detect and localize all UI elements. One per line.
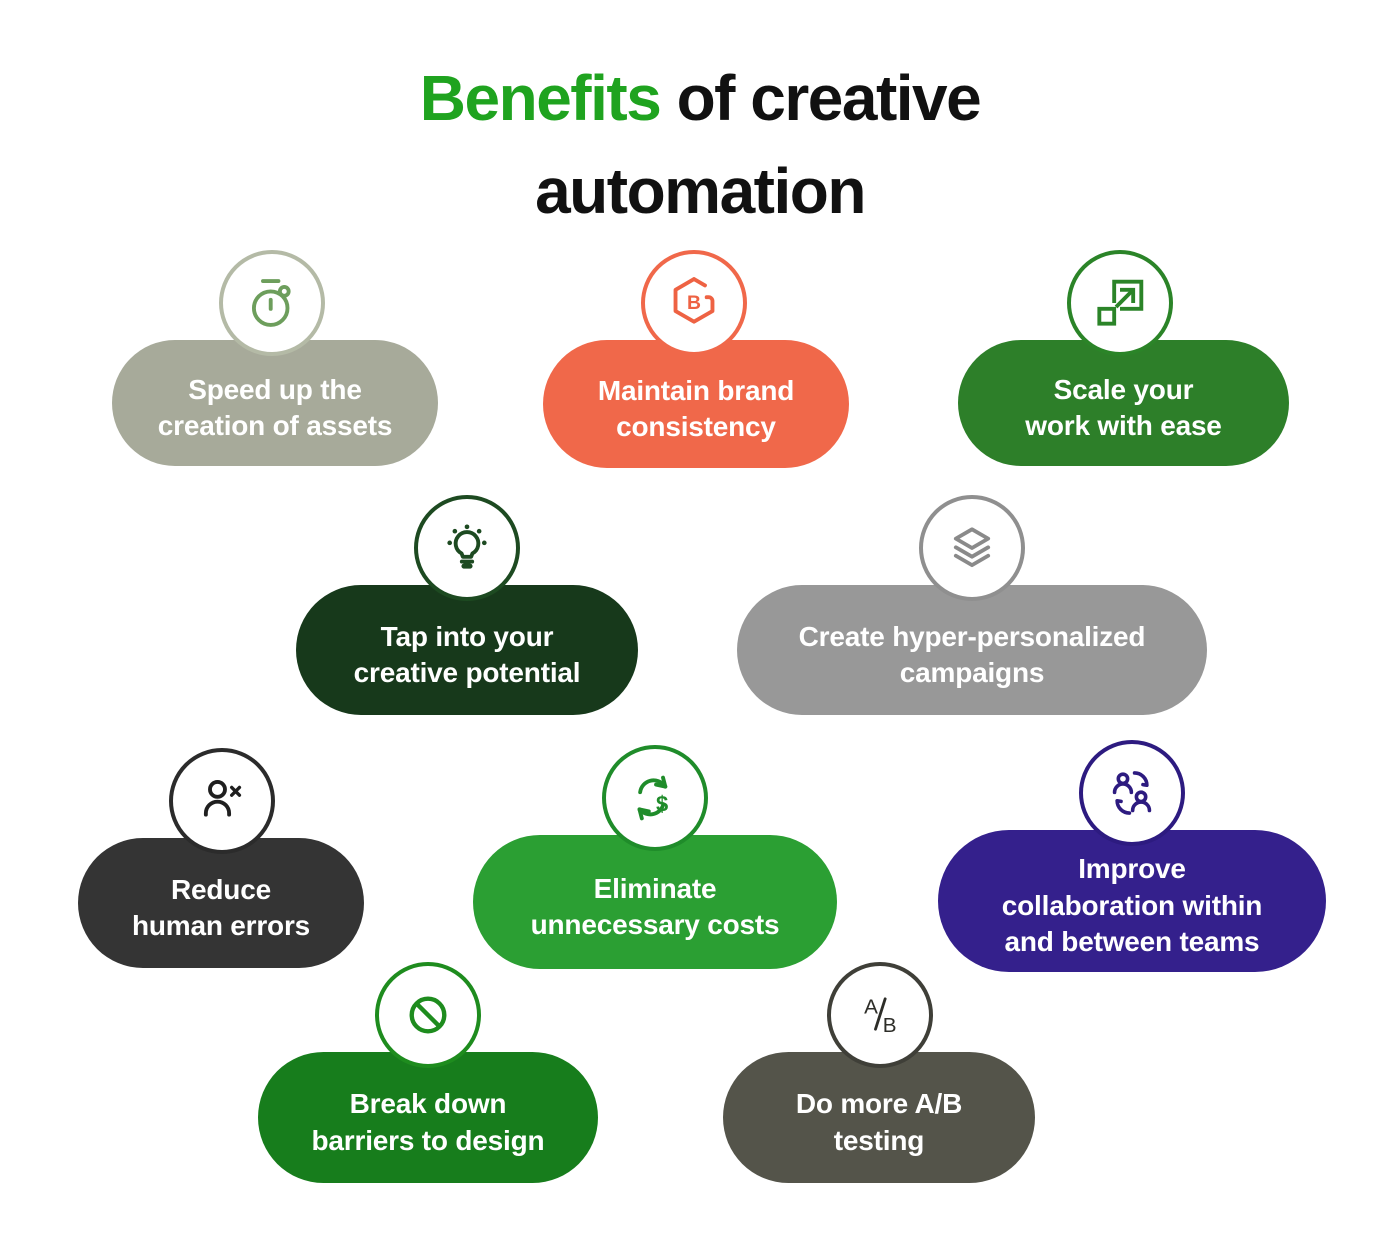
benefit-pill: Improve collaboration within and between…: [938, 830, 1326, 972]
benefit-pill: Do more A/B testing: [723, 1052, 1035, 1183]
scale-expand-icon: [1067, 250, 1173, 356]
lightbulb-icon: [414, 495, 520, 601]
title-highlight: Benefits: [419, 62, 662, 134]
benefit-card-improve-collaboration: Improve collaboration within and between…: [938, 740, 1326, 972]
benefit-pill: Tap into your creative potential: [296, 585, 638, 715]
benefit-label: Improve collaboration within and between…: [1001, 853, 1263, 958]
title-rest: of creative automation: [535, 62, 982, 227]
svg-text:A: A: [864, 996, 878, 1019]
benefit-label: Do more A/B testing: [795, 1088, 963, 1156]
benefit-label: Create hyper-personalized campaigns: [798, 620, 1146, 688]
benefit-label: Speed up the creation of assets: [157, 373, 393, 441]
benefit-label: Scale your work with ease: [1025, 373, 1222, 441]
benefit-pill: Scale your work with ease: [958, 340, 1289, 466]
benefit-label: Reduce human errors: [131, 873, 311, 941]
benefit-pill: Break down barriers to design: [258, 1052, 598, 1183]
svg-text:B: B: [687, 292, 701, 314]
ab-testing-icon: A B: [827, 962, 933, 1068]
benefit-pill: Maintain brand consistency: [543, 340, 849, 468]
benefit-pill: Create hyper-personalized campaigns: [737, 585, 1207, 715]
team-collaboration-icon: [1079, 740, 1185, 846]
benefit-label: Maintain brand consistency: [597, 374, 795, 442]
page-title: Benefits of creative automation: [300, 52, 1100, 238]
benefit-card-creative-potential: Tap into your creative potential: [296, 495, 638, 715]
benefit-card-speed-up-assets: Speed up the creation of assets: [112, 250, 438, 466]
refresh-dollar-icon: $: [602, 745, 708, 851]
benefit-card-personalized-campaigns: Create hyper-personalized campaigns: [737, 495, 1207, 715]
no-barriers-icon: [375, 962, 481, 1068]
stopwatch-icon: [219, 250, 325, 356]
benefit-pill: Eliminate unnecessary costs: [473, 835, 837, 969]
benefit-card-ab-testing: A B Do more A/B testing: [723, 962, 1035, 1183]
svg-text:B: B: [883, 1014, 897, 1037]
person-x-icon: [169, 748, 275, 854]
benefit-pill: Reduce human errors: [78, 838, 364, 968]
svg-text:$: $: [656, 792, 668, 817]
benefit-label: Tap into your creative potential: [353, 620, 581, 688]
brand-hexagon-icon: B: [641, 250, 747, 356]
benefit-pill: Speed up the creation of assets: [112, 340, 438, 466]
benefit-label: Break down barriers to design: [311, 1088, 545, 1156]
benefit-card-reduce-errors: Reduce human errors: [78, 748, 364, 968]
benefit-card-brand-consistency: B Maintain brand consistency: [543, 250, 849, 468]
benefit-card-break-barriers: Break down barriers to design: [258, 962, 598, 1183]
benefit-card-scale-work: Scale your work with ease: [958, 250, 1289, 466]
benefit-card-eliminate-costs: $ Eliminate unnecessary costs: [473, 745, 837, 969]
benefit-label: Eliminate unnecessary costs: [530, 872, 780, 940]
layers-icon: [919, 495, 1025, 601]
